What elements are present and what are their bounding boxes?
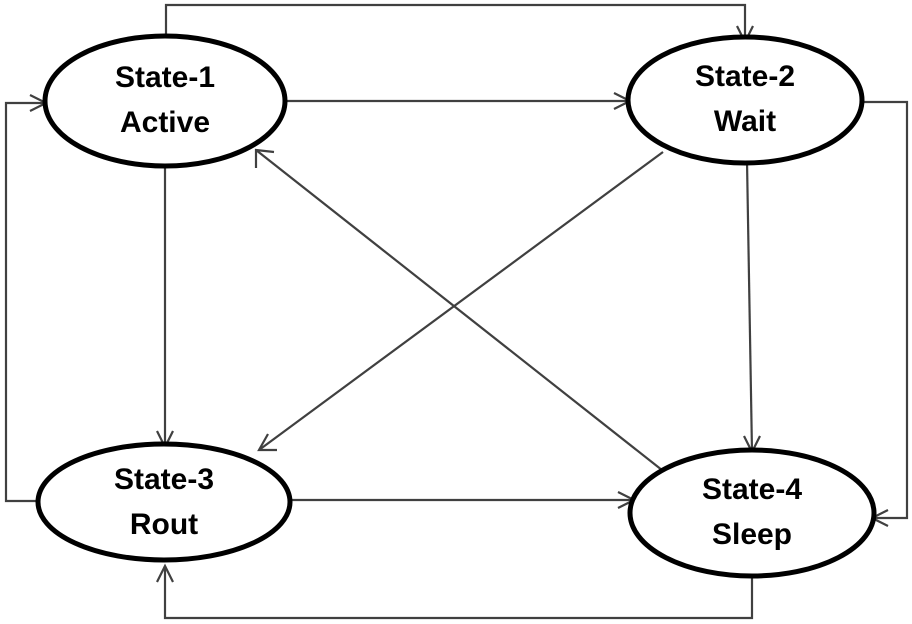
edge-state1-to-state2 (285, 92, 633, 110)
node-state-2[interactable]: State-2 Wait (625, 34, 865, 166)
edge-line (861, 100, 909, 520)
state-4-label-line2: Sleep (712, 518, 792, 551)
state-4-ellipse[interactable] (627, 447, 877, 579)
arrowhead-icon (257, 433, 277, 452)
edge-line (255, 149, 668, 475)
node-state-1[interactable]: State-1 Active (42, 33, 288, 169)
state-2-label-line1: State-2 (695, 60, 795, 93)
node-state-3[interactable]: State-3 Rout (35, 441, 293, 563)
state-2-ellipse[interactable] (625, 34, 865, 166)
edge-state1-to-state3 (156, 164, 174, 450)
state-1-label-line1: State-1 (115, 61, 215, 94)
edge-line (163, 566, 754, 620)
edge-line (164, 3, 747, 60)
edge-line (745, 160, 754, 453)
node-state-4[interactable]: State-4 Sleep (627, 447, 877, 579)
edge-state3-to-state4 (290, 491, 637, 509)
state-2-label-line2: Wait (714, 105, 776, 138)
edge-state4-to-state3-bottom-route (156, 563, 754, 620)
state-4-label-line1: State-4 (702, 473, 802, 506)
state-3-ellipse[interactable] (35, 441, 293, 563)
edge-state3-to-state1-left-route (4, 94, 49, 503)
arrowhead-icon (254, 148, 275, 168)
edge-line (4, 101, 46, 503)
state-1-ellipse[interactable] (42, 33, 288, 169)
state-1-label-line2: Active (120, 106, 210, 139)
arrowhead-icon (156, 563, 174, 583)
edge-state2-to-state4-right-route (861, 100, 909, 527)
state-3-label-line2: Rout (130, 508, 198, 541)
edge-state2-to-state4 (743, 160, 761, 455)
edge-state4-to-state1-diagonal (254, 148, 668, 475)
state-3-label-line1: State-3 (114, 463, 214, 496)
edge-state2-to-state3-diagonal (257, 151, 664, 452)
edge-line (258, 151, 664, 451)
